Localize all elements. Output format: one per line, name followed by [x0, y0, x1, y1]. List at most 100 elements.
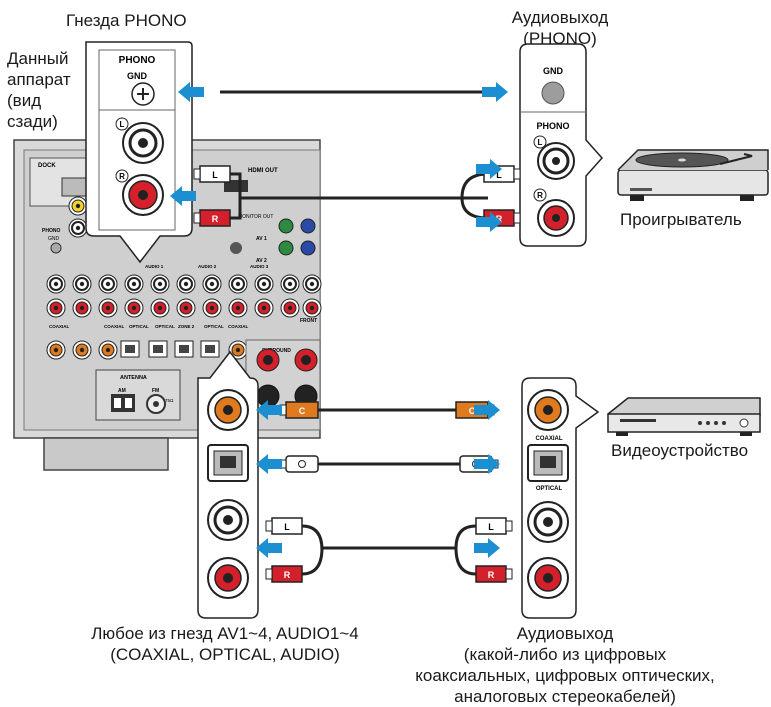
gnd-out-terminal	[541, 81, 565, 105]
coaxial-small-2: COAXIAL	[104, 324, 125, 329]
analog-r-plug-right-text: R	[488, 570, 495, 580]
phono-zoom-title: PHONO	[119, 55, 156, 66]
antenna-area	[95, 369, 181, 421]
any-jack-line-2: (COAXIAL, OPTICAL, AUDIO)	[110, 645, 340, 664]
front-text: FRONT	[300, 318, 317, 324]
rca-jack	[228, 298, 248, 318]
this-unit-line-2: аппарат	[7, 70, 71, 89]
turntable-icon	[617, 149, 769, 201]
zone2-text: ZONE 2	[178, 324, 195, 329]
surround-text: SURROUND	[262, 348, 291, 354]
rca-jack	[302, 274, 322, 294]
analog-r-plug-left-text: R	[284, 570, 291, 580]
l-marker	[115, 117, 129, 131]
blue-arrow-icon	[474, 400, 500, 420]
rca-jack	[176, 298, 196, 318]
blue-arrow-icon	[474, 538, 500, 558]
optical-out-text: OPTICAL	[536, 486, 563, 492]
turntable-output-panel: GND PHONO L R	[519, 43, 604, 247]
rca-jack	[98, 298, 118, 318]
optical-small-2: OPTICAL	[155, 324, 175, 329]
l-out-marker: L	[538, 138, 543, 147]
rca-jack	[254, 274, 274, 294]
coaxial-out-text: COAXIAL	[536, 436, 563, 442]
this-unit-label: Данный аппарат (вид сзади)	[7, 48, 71, 132]
rca-jack	[150, 298, 170, 318]
rca-jack	[202, 274, 222, 294]
plug-l-right-text: L	[496, 170, 502, 180]
audio-out-digital-line-2: (какой-либо из цифровых	[463, 645, 667, 664]
rca-jack	[68, 196, 88, 216]
av2-text: AV 2	[256, 258, 267, 264]
gnd-small-screw	[50, 242, 62, 254]
blue-arrow-icon	[474, 454, 500, 474]
this-unit-line-1: Данный	[7, 49, 69, 68]
phono-jacks-zoom: PHONO GND L R	[85, 41, 193, 264]
rca-jack	[46, 298, 66, 318]
phono-out-text: PHONO	[536, 121, 569, 131]
rca-jack	[302, 298, 322, 318]
audio-out-phono-line-1: Аудиовыход	[511, 8, 609, 27]
audio-out-digital-label: Аудиовыход (какой-либо из цифровых коакс…	[385, 623, 745, 707]
audio-out-digital-line-4: аналоговых стереокабелей)	[454, 687, 676, 706]
av-audio-jacks-zoom	[197, 350, 259, 619]
antenna-text: ANTENNA	[120, 375, 147, 381]
blue-arrow-icon	[476, 159, 502, 179]
am-text: AM	[118, 388, 126, 394]
device-output-panel: COAXIAL OPTICAL	[521, 377, 600, 619]
analog-l-plug-right-text: L	[488, 522, 494, 532]
rca-jack	[124, 274, 144, 294]
av1-text: AV 1	[256, 236, 267, 242]
phono-jacks-label: Гнезда PHONO	[66, 11, 187, 30]
audio1-text: AUDIO 1	[145, 264, 164, 269]
blue-arrow-icon	[256, 454, 282, 474]
r-marker-text: R	[119, 172, 125, 181]
rca-jack	[254, 298, 274, 318]
rca-jack-rows	[46, 196, 322, 360]
blue-arrow-icon	[178, 82, 204, 102]
blue-arrow-icon	[170, 186, 196, 206]
svideo-jack	[230, 242, 242, 254]
signal-arrows	[170, 82, 508, 558]
coaxial-small-1: COAXIAL	[49, 324, 70, 329]
any-jack-label: Любое из гнезд AV1~4, AUDIO1~4 (COAXIAL,…	[60, 623, 390, 665]
this-unit-line-4: сзади)	[7, 112, 58, 131]
rca-jack	[150, 274, 170, 294]
hdmi-out-text: HDMI OUT	[248, 168, 278, 174]
rca-jack	[280, 298, 300, 318]
gnd-small-text: GND	[48, 236, 60, 242]
rca-jack	[124, 298, 144, 318]
dock-text: DOCK	[38, 163, 56, 169]
l-marker-text: L	[120, 120, 125, 129]
r-marker	[115, 169, 129, 183]
blue-arrow-icon	[476, 212, 502, 232]
fm-text: FM	[152, 388, 159, 394]
gnd-out-text: GND	[543, 66, 564, 76]
coax-plug-right-text: C	[469, 406, 476, 416]
ohm-text: 75Ω	[165, 398, 174, 403]
blue-arrow-icon	[256, 538, 282, 558]
optical-small-3: OPTICAL	[204, 324, 224, 329]
dock-connector	[61, 177, 87, 197]
rca-jack	[72, 298, 92, 318]
gnd-zoom-text: GND	[127, 71, 148, 81]
rca-jack	[46, 274, 66, 294]
receiver-foot	[43, 437, 169, 471]
audio-out-digital-line-3: коаксиальных, цифровых оптических,	[415, 666, 715, 685]
hdmi-port	[224, 180, 248, 192]
plug-r-right-text: R	[496, 214, 503, 224]
this-unit-line-3: (вид	[7, 91, 42, 110]
rca-jack	[72, 340, 92, 360]
phono-small-text: PHONO	[42, 228, 60, 234]
audio3-text: AUDIO 3	[250, 264, 269, 269]
plug-l-left-text: L	[212, 170, 218, 180]
jack-green-1	[278, 218, 294, 234]
any-jack-line-1: Любое из гнезд AV1~4, AUDIO1~4	[91, 624, 359, 643]
jack-green-2	[278, 240, 294, 256]
rca-jack	[98, 274, 118, 294]
blue-arrow-icon	[256, 400, 282, 420]
jack-blue-2	[300, 240, 316, 256]
r-out-marker: R	[537, 191, 543, 200]
coaxial-small-3: COAXIAL	[228, 324, 249, 329]
